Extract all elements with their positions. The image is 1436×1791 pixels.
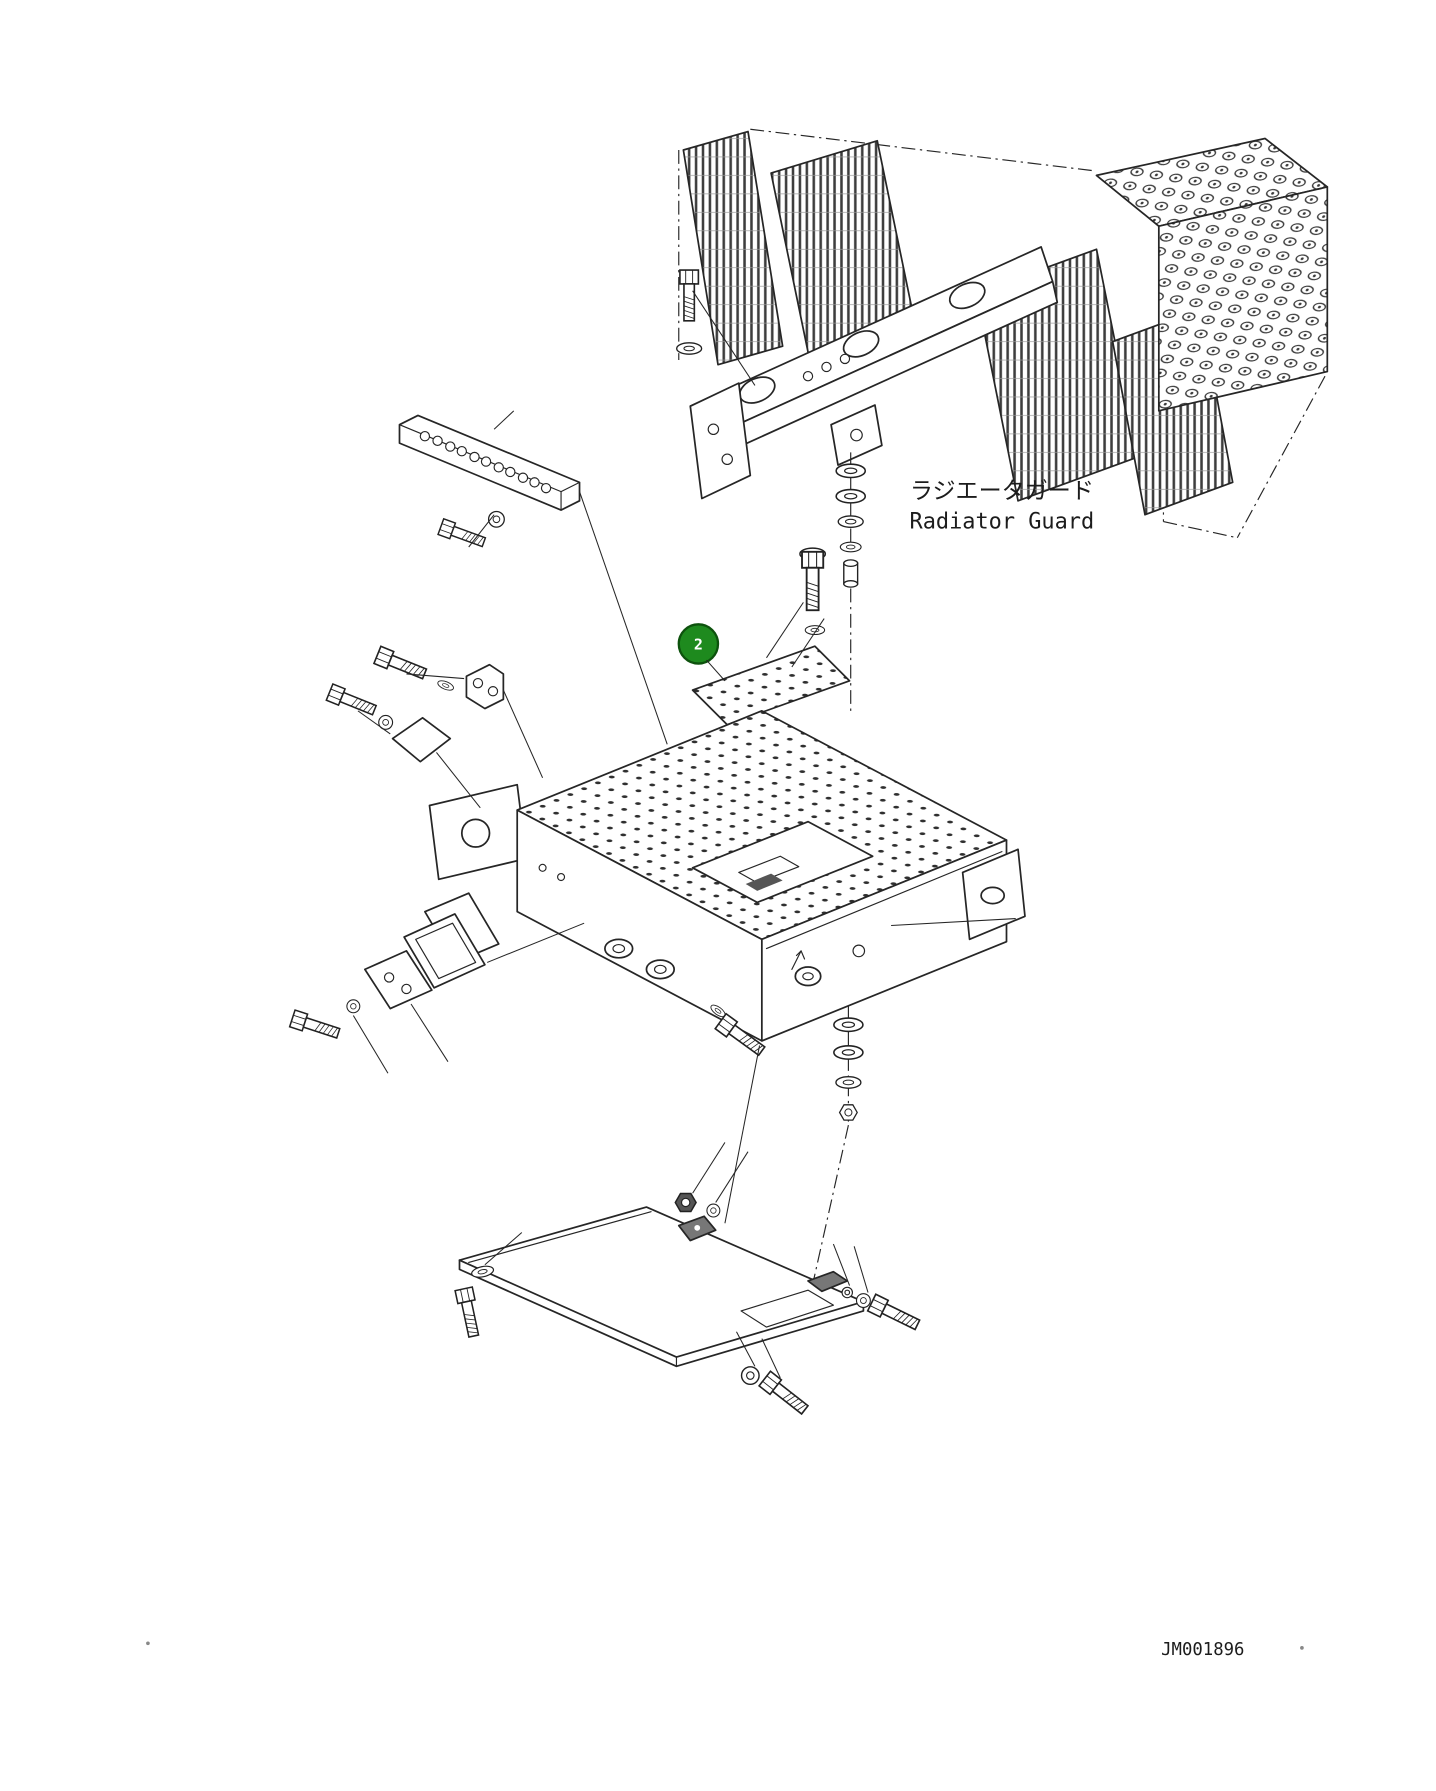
pad-cluster <box>288 892 500 1043</box>
callout-balloon-2[interactable]: 2 <box>677 623 720 665</box>
box-latch-area <box>691 820 874 904</box>
margin-mark-left <box>146 1641 150 1646</box>
radiator-guard-reference <box>678 128 1329 539</box>
radiator-guard-label: ラジエータガード Radiator Guard <box>910 479 1095 535</box>
box-right-face-details <box>765 848 1026 987</box>
bolt-radiator-mount <box>676 269 703 355</box>
nut-and-washer-cover <box>674 1192 721 1218</box>
leader-lines <box>352 290 1016 1379</box>
bolt-plate-mount <box>799 547 827 636</box>
bottom-cover-part <box>458 1206 865 1368</box>
radiator-perforated-panel <box>1095 137 1329 412</box>
callout-number: 2 <box>694 636 703 654</box>
angle-strip-holes <box>419 431 552 494</box>
bolt-cover-bottom <box>740 1366 812 1418</box>
spacer-sleeve <box>843 559 859 588</box>
angle-strip-part <box>398 414 581 511</box>
drawing-number: JM001896 <box>1161 1640 1244 1660</box>
fastener-cluster-left <box>325 645 456 730</box>
perforated-plate-part <box>691 645 851 726</box>
cover-pivot-lug <box>677 1215 717 1242</box>
margin-mark-right <box>1300 1646 1304 1650</box>
support-beam <box>689 246 1059 500</box>
shim-plate-part <box>391 716 452 763</box>
radiator-guard-label-jp: ラジエータガード <box>910 479 1094 505</box>
hinge-bracket-part <box>465 663 505 710</box>
main-box-part <box>428 709 1026 1042</box>
radiator-guard-label-en: Radiator Guard <box>910 510 1095 535</box>
box-hinge-bosses <box>538 863 676 980</box>
bolt-cover-right <box>841 1286 923 1334</box>
bolt-cover-left <box>454 1263 496 1339</box>
box-mounting-lug <box>428 783 528 881</box>
